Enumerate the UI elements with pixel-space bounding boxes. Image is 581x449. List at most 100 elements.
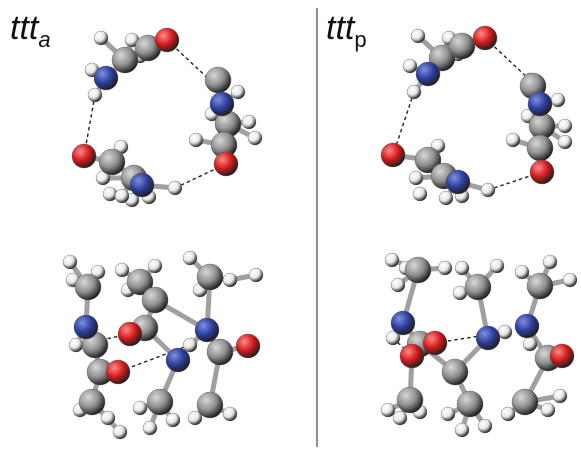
hydrogen-atom (500, 406, 516, 422)
hydrogen-atom (402, 58, 418, 74)
hydrogen-atom (230, 84, 246, 100)
carbon-atom (526, 272, 554, 300)
hydrogen-atom (247, 130, 263, 146)
carbon-atom (206, 338, 234, 366)
hydrogen-atom (557, 118, 573, 134)
nitrogen-atom (415, 61, 441, 87)
hydrogen-atom (557, 134, 573, 150)
panel-label-ttt-p: tttp (326, 8, 367, 50)
hydrogen-atom (222, 272, 238, 288)
label-subscript: a (38, 26, 51, 52)
hydrogen-atom (167, 180, 183, 196)
hydrogen-atom (380, 402, 396, 418)
nitrogen-atom (527, 91, 553, 117)
hydrogen-atom (147, 258, 163, 274)
nitrogen-atom (209, 91, 235, 117)
oxygen-atom (71, 143, 97, 169)
panel-label-ttt-a: ttta (10, 8, 51, 50)
structure-ttt-a-top-view (71, 27, 263, 208)
oxygen-atom (422, 330, 448, 356)
oxygen-atom (529, 159, 555, 185)
carbon-atom (448, 32, 476, 60)
carbon-atom (396, 386, 424, 414)
carbon-atom (78, 388, 106, 416)
hydrogen-atom (454, 422, 470, 438)
hydrogen-atom (142, 420, 158, 436)
hydrogen-atom (114, 188, 130, 204)
nitrogen-atom (194, 317, 220, 343)
hydrogen-atom (542, 254, 558, 270)
hydrogen-atom (454, 260, 470, 276)
nitrogen-atom (475, 325, 501, 351)
carbon-atom (98, 148, 126, 176)
hydrogen-atom (438, 190, 454, 206)
hydrogen-atom (408, 170, 424, 186)
label-subscript: p (354, 26, 367, 52)
hydrogen-atom (114, 262, 130, 278)
carbon-atom (414, 146, 442, 174)
structure-ttt-a-side-view (62, 250, 264, 440)
hydrogen-atom (132, 400, 148, 416)
hydrogen-atom (93, 30, 109, 46)
hydrogen-atom (87, 87, 103, 103)
carbon-atom (196, 263, 224, 291)
hydrogen-atom (248, 267, 264, 283)
oxygen-atom (549, 343, 575, 369)
hydrogen-atom (514, 264, 530, 280)
hydrogen-atom (385, 330, 401, 346)
hydrogen-atom (100, 410, 116, 426)
carbon-atom (126, 268, 154, 296)
hydrogen-atom (165, 412, 181, 428)
carbon-atom (111, 46, 139, 74)
hydrogen-atom (552, 388, 568, 404)
hydrogen-atom (384, 252, 400, 268)
nitrogen-atom (165, 347, 191, 373)
hydrogen-atom (392, 410, 408, 426)
hydrogen-atom (68, 337, 84, 353)
hydrogen-atom (62, 254, 78, 270)
hydrogen-atom (540, 402, 556, 418)
nitrogen-atom (514, 313, 540, 339)
hydrogen-atom (505, 132, 521, 148)
label-base: ttt (326, 9, 355, 47)
carbon-atom (404, 256, 432, 284)
nitrogen-atom (93, 65, 119, 91)
oxygen-atom (154, 27, 180, 53)
carbon-atom (511, 388, 539, 416)
hydrogen-atom (489, 258, 505, 274)
hydrogen-atom (406, 84, 422, 100)
oxygen-atom (105, 359, 131, 385)
hydrogen-atom (112, 424, 128, 440)
label-base: ttt (10, 9, 39, 47)
hydrogen-atom (477, 418, 493, 434)
hydrogen-atom (437, 260, 453, 276)
carbon-atom (74, 273, 102, 301)
hydrogen-atom (182, 337, 198, 353)
structure-ttt-p-side-view (380, 252, 578, 438)
oxygen-atom (117, 321, 143, 347)
structure-ttt-p-top-view (380, 25, 573, 206)
nitrogen-atom (445, 169, 471, 195)
hydrogen-atom (390, 277, 406, 293)
hydrogen-atom (410, 28, 426, 44)
hydrogen-atom (188, 132, 204, 148)
nitrogen-atom (73, 314, 99, 340)
carbon-atom (196, 391, 224, 419)
hydrogen-atom (480, 182, 496, 198)
nitrogen-atom (129, 172, 155, 198)
hydrogen-atom (182, 250, 198, 266)
carbon-atom (204, 66, 232, 94)
nitrogen-atom (390, 310, 416, 336)
hydrogen-atom (412, 186, 428, 202)
carbon-atom (141, 286, 169, 314)
hydrogen-atom (241, 114, 257, 130)
carbon-atom (464, 273, 492, 301)
carbon-atom (441, 358, 469, 386)
hydrogen-atom (550, 92, 566, 108)
hydrogen-atom (522, 336, 538, 352)
oxygen-atom (235, 333, 261, 359)
hydrogen-atom (562, 272, 578, 288)
carbon-atom (146, 388, 174, 416)
oxygen-atom (380, 142, 406, 168)
